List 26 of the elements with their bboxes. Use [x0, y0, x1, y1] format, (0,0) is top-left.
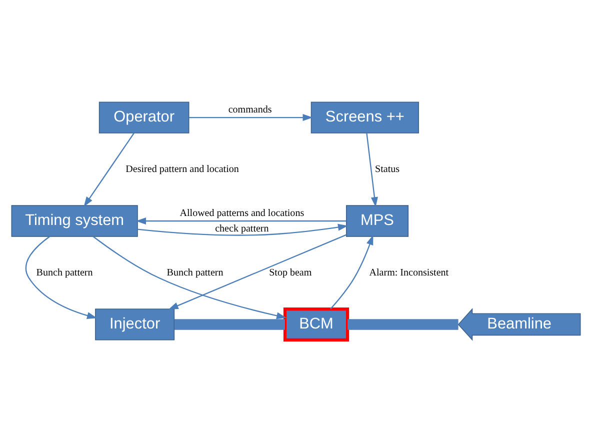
connector [348, 318, 458, 330]
arrow [168, 234, 347, 310]
arrow [366, 132, 378, 207]
edge-label: Allowed patterns and locations [180, 207, 304, 218]
edge-label: Alarm: Inconsistent [369, 266, 449, 278]
arrow [189, 114, 313, 121]
edge-label: Stop beam [269, 266, 312, 278]
edge-label: commands [228, 104, 272, 115]
arrow [138, 223, 348, 236]
arrow [84, 132, 134, 206]
node-box: Operator [98, 101, 190, 133]
arrow [330, 234, 374, 309]
node-box: Injector [95, 308, 175, 340]
arrow [92, 236, 287, 319]
node-box: MPS [346, 204, 409, 236]
connector [174, 318, 285, 330]
edge-label: Bunch pattern [36, 266, 93, 278]
arrow [25, 236, 98, 318]
node-box: Screens ++ [310, 101, 419, 133]
edge-label: Bunch pattern [166, 266, 224, 278]
edge-label: Desired pattern and location [126, 163, 239, 174]
node-box: BCM [283, 306, 350, 341]
node-box: Timing system [11, 204, 138, 236]
edge-label: check pattern [215, 222, 269, 234]
edge-label: Status [375, 163, 400, 174]
arrow [136, 216, 346, 224]
